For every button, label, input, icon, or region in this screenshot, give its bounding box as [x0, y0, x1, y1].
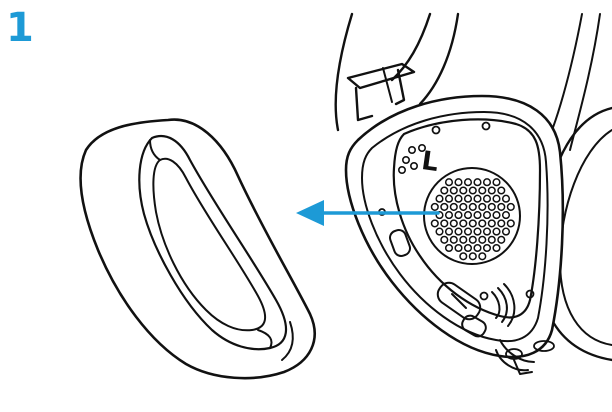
grille-hole [482, 211, 492, 220]
side-controls [378, 208, 555, 375]
grille-hole [440, 219, 449, 228]
speaker-grille [423, 167, 521, 265]
grille-hole [482, 178, 492, 187]
grille-hole [463, 227, 473, 236]
grille-hole [492, 178, 501, 187]
grille-hole [468, 235, 477, 244]
grille-hole [449, 202, 458, 211]
grille-hole [497, 186, 506, 195]
grille-hole [440, 202, 449, 211]
grille-hole [487, 219, 496, 228]
grille-hole [444, 243, 454, 253]
grille-hole [463, 178, 473, 187]
grille-hole [473, 194, 482, 203]
grille-hole [463, 243, 473, 253]
grille-hole [459, 235, 468, 244]
grille-hole [459, 252, 468, 261]
grille-hole [468, 219, 477, 228]
grille-hole [468, 252, 477, 261]
grille-hole [459, 186, 468, 195]
grille-hole [454, 243, 463, 253]
grille-hole [430, 202, 439, 211]
grille-hole [473, 227, 482, 236]
volume-rocker [436, 281, 482, 321]
grille-hole [449, 219, 458, 228]
grille-hole [478, 235, 487, 244]
grille-hole [501, 194, 511, 203]
grille-hole [501, 211, 511, 220]
grille-hole [506, 219, 515, 228]
mic-mute-button [461, 314, 487, 338]
ear-cup-side-marking: L [420, 146, 441, 178]
grille-hole [468, 186, 477, 195]
grille-hole [449, 235, 458, 244]
step-number: 1 [6, 5, 34, 51]
grille-hole [440, 235, 449, 244]
grille-hole [444, 227, 454, 236]
grille-hole [478, 186, 487, 195]
grille-hole [497, 219, 506, 228]
grille-hole [449, 186, 458, 195]
grille-hole [487, 235, 496, 244]
grille-hole [473, 243, 482, 253]
grille-hole [501, 227, 511, 236]
grille-hole [478, 202, 487, 211]
grille-hole [454, 178, 463, 187]
grille-hole [482, 227, 492, 236]
grille-hole [444, 211, 454, 220]
grille-hole [463, 211, 473, 220]
vent-holes [397, 144, 426, 175]
grille-hole [487, 186, 496, 195]
grille-hole [444, 178, 454, 187]
grille-hole [454, 194, 463, 203]
grille-hole [478, 219, 487, 228]
grille-hole [492, 243, 501, 253]
grille-hole [492, 211, 501, 220]
grille-hole [454, 211, 463, 220]
grille-hole [478, 252, 487, 261]
ear-cushion [79, 118, 316, 380]
grille-hole [454, 227, 463, 236]
grille-hole [459, 202, 468, 211]
grille-hole [473, 211, 482, 220]
grille-hole [444, 194, 454, 203]
grille-hole [492, 227, 501, 236]
grille-hole [435, 211, 444, 220]
grille-hole [440, 186, 449, 195]
grille-hole [430, 219, 439, 228]
grille-hole [435, 227, 444, 236]
power-switch [389, 229, 411, 257]
grille-hole [463, 194, 473, 203]
grille-hole [497, 202, 506, 211]
grille-hole [435, 194, 444, 203]
grille-hole [506, 202, 515, 211]
grille-hole [487, 202, 496, 211]
grille-hole [468, 202, 477, 211]
grille-hole [473, 178, 482, 187]
removal-arrow [296, 200, 440, 226]
grille-hole [492, 194, 501, 203]
headset: L [334, 12, 612, 375]
grille-hole [497, 235, 506, 244]
grille-hole [482, 243, 492, 253]
yoke [346, 62, 416, 122]
grille-hole [482, 194, 492, 203]
grille-hole [459, 219, 468, 228]
